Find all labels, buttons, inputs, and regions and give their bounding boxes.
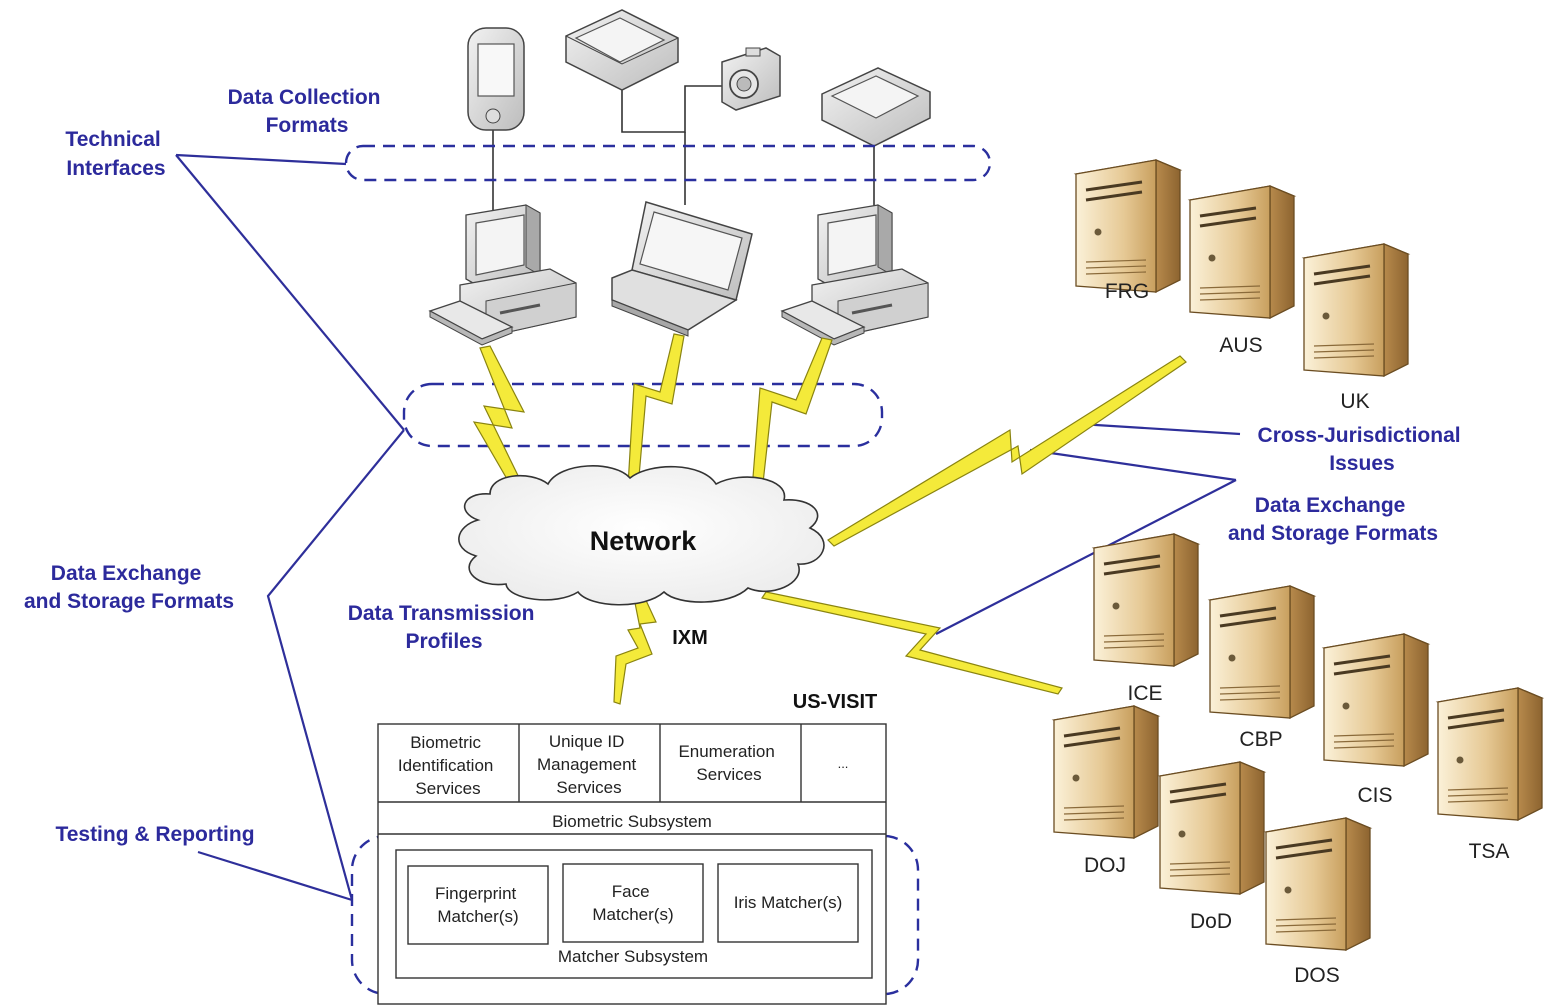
network-label: Network <box>590 526 698 556</box>
server-ice-icon <box>1092 532 1200 668</box>
server-dod-label: DoD <box>1190 910 1232 933</box>
server-cbp-label: CBP <box>1239 728 1282 751</box>
server-frg-label: FRG <box>1105 280 1149 303</box>
us-visit-system <box>377 723 887 1005</box>
server-cis-label: CIS <box>1357 784 1392 807</box>
data-collection-formats-label: Data Collection Formats <box>228 86 387 137</box>
lightning-center <box>627 333 685 489</box>
pda-device-icon <box>467 27 525 131</box>
iris-matcher-box <box>717 863 859 943</box>
server-tsa-icon <box>1436 686 1544 822</box>
service-enumeration: Enumeration Services <box>678 742 779 784</box>
network-cloud <box>458 465 825 606</box>
lightning-right <box>751 337 833 493</box>
testing-reporting-leader <box>197 850 353 902</box>
server-aus-label: AUS <box>1219 334 1262 357</box>
server-cbp-icon <box>1208 584 1316 720</box>
data-exchange-left-leader <box>266 429 405 901</box>
data-collection-interface-region <box>344 144 992 182</box>
server-tsa-label: TSA <box>1469 840 1510 863</box>
data-exchange-right-leader-top <box>1029 448 1237 482</box>
cross-jurisdictional-issues-label: Cross-Jurisdictional Issues <box>1258 424 1467 475</box>
fingerprint-matcher-label: Fingerprint Matcher(s) <box>435 884 521 926</box>
server-doj-icon <box>1052 704 1160 840</box>
laptop-icon <box>611 201 753 337</box>
service-more: ... <box>838 756 849 771</box>
server-doj-label: DOJ <box>1084 854 1126 877</box>
ixm-label: IXM <box>672 627 708 649</box>
face-matcher-label: Face Matcher(s) <box>592 882 673 924</box>
iris-matcher-label: Iris Matcher(s) <box>734 893 843 912</box>
technical-interfaces-leader-top <box>175 153 347 166</box>
server-frg-icon <box>1074 158 1182 294</box>
cross-jurisdictional-leader <box>1079 422 1241 436</box>
server-uk-icon <box>1302 242 1410 378</box>
transmission-interface-region <box>402 382 884 448</box>
camera-icon <box>721 47 781 111</box>
server-aus-icon <box>1188 184 1296 320</box>
server-ice-label: ICE <box>1127 682 1162 705</box>
scanner-right-icon <box>821 67 931 147</box>
technical-interfaces-leader-bottom <box>175 154 405 431</box>
biometric-subsystem-label: Biometric Subsystem <box>552 812 712 831</box>
desktop-computer-left-icon <box>428 203 578 347</box>
server-dod-icon <box>1158 760 1266 896</box>
server-dos-icon <box>1264 816 1372 952</box>
fingerprint-matcher-box <box>407 865 549 945</box>
technical-interfaces-label: Technical Interfaces <box>65 128 166 180</box>
data-exchange-right-leader-bottom <box>935 479 1237 635</box>
scanner-icon <box>565 9 679 91</box>
server-cis-icon <box>1322 632 1430 768</box>
lightning-foreign <box>827 355 1187 547</box>
data-exchange-storage-left-label: Data Exchange and Storage Formats <box>24 562 234 613</box>
matcher-subsystem-label: Matcher Subsystem <box>558 947 708 966</box>
desktop-computer-right-icon <box>780 203 930 347</box>
service-biometric-identification: Biometric Identification Services <box>398 733 498 798</box>
face-matcher-box <box>562 863 704 943</box>
lightning-ixm <box>613 595 657 705</box>
us-visit-label: US-VISIT <box>793 691 877 713</box>
testing-reporting-label: Testing & Reporting <box>55 823 254 846</box>
server-uk-label: UK <box>1340 390 1369 413</box>
service-unique-id-management: Unique ID Management Services <box>537 732 641 797</box>
data-exchange-storage-right-label: Data Exchange and Storage Formats <box>1228 494 1438 545</box>
server-dos-label: DOS <box>1294 964 1340 987</box>
lightning-domestic <box>761 591 1063 695</box>
camera-scanner-wire <box>621 80 722 133</box>
data-transmission-profiles-label: Data Transmission Profiles <box>348 602 541 653</box>
